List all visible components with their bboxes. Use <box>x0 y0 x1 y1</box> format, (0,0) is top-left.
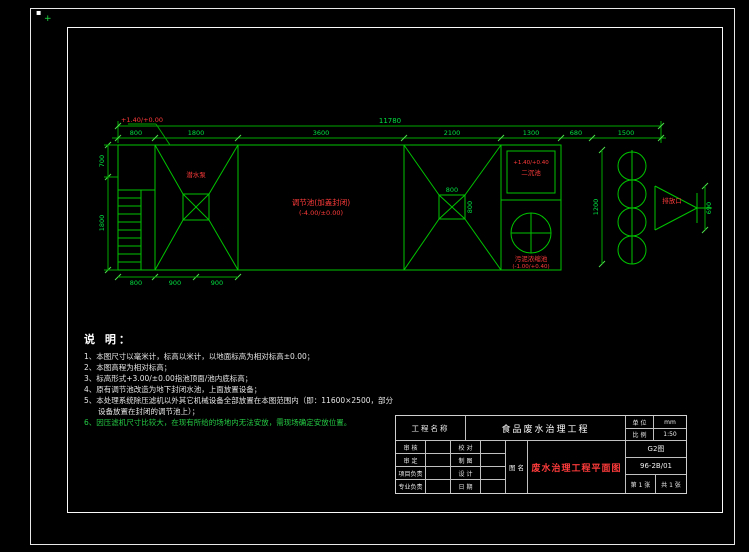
tb-sheet-total: 共 1 张 <box>661 481 681 489</box>
drawing-outer-border <box>30 8 735 545</box>
label-elevation-topleft: +1.40/+0.00 <box>121 116 163 124</box>
dim-seg-7: 1500 <box>618 129 635 137</box>
label-main-tank-name: 调节池(加盖封闭) <box>292 197 350 207</box>
notes-title: 说 明： <box>84 333 133 346</box>
tb-unit-label: 单 位 <box>626 416 654 429</box>
dim-pit-height: 800 <box>466 201 474 213</box>
circular-units <box>617 150 647 265</box>
label-settling-name: 二沉池 <box>521 168 541 177</box>
tb-drawing-name-label: 图 名 <box>506 441 528 493</box>
dim-bottom-3: 900 <box>211 279 223 287</box>
tb-signature-cell <box>426 480 451 493</box>
leader-line <box>128 123 171 146</box>
tb-project-label: 工程名称 <box>396 416 466 441</box>
note-item-4: 4、原有调节池改造为地下封闭水池，上面放置设备； <box>84 385 262 394</box>
stairs <box>118 189 155 270</box>
corner-dot-icon: ▪ <box>36 8 42 17</box>
tb-role-zhuanyefuze: 专业负责 <box>396 480 426 493</box>
tb-role-jiaodui: 校 对 <box>451 441 481 454</box>
tb-scale-label: 比 例 <box>626 429 654 441</box>
note-item-3: 3、标高形式+3.00/±0.00指池顶面/池内底标高； <box>84 374 253 383</box>
title-block: 工程名称 食品废水治理工程 单 位 mm 比 例 1:50 审 核 校 对 审 … <box>395 415 687 494</box>
tb-sheet: 第 1 张 <box>626 475 656 493</box>
dim-seg-4: 2100 <box>444 129 461 137</box>
tb-signature-cell <box>426 454 451 467</box>
tb-drawing-number: 96-2B/01 <box>626 458 686 475</box>
pump-pit-hopper <box>154 144 239 271</box>
tb-role-shenhe: 审 核 <box>396 441 426 454</box>
note-item-5: 5、本处理系统除压滤机以外其它机械设备全部放置在本图范围内（即：11600×25… <box>84 396 393 416</box>
dim-bottom-2: 900 <box>169 279 181 287</box>
tb-role-shending: 审 定 <box>396 454 426 467</box>
dim-seg-5: 1300 <box>523 129 540 137</box>
label-thickener-elevation: (-1.00/+0.40) <box>512 264 549 270</box>
drawing-inner-border <box>67 27 723 513</box>
dim-seg-1: 800 <box>130 129 142 137</box>
label-pump: 潜水泵 <box>186 170 206 179</box>
tb-series: G2图 <box>626 441 686 458</box>
tb-project-name: 食品废水治理工程 <box>466 416 626 441</box>
tb-scale-value: 1:50 <box>654 429 686 441</box>
tb-role-sheji: 设 计 <box>451 467 481 480</box>
tb-role-riqi: 日 期 <box>451 480 481 493</box>
tb-role-zhitu: 制 图 <box>451 454 481 467</box>
dimension-lines <box>104 121 709 281</box>
dim-total-top: 11780 <box>379 117 401 125</box>
note-item-1: 1、本图尺寸以毫米计，标高以米计，以地面标高为相对标高±0.00； <box>84 352 315 361</box>
tank-outlines <box>117 144 712 271</box>
note-item-2: 2、本图高程为相对标高； <box>84 363 172 372</box>
label-outfall: 排放口 <box>662 196 682 205</box>
dim-seg-6: 680 <box>570 129 582 137</box>
tb-signature-cell <box>481 480 506 493</box>
tb-drawing-name: 废水治理工程平面图 <box>528 441 626 493</box>
note-item-6: 6、因压滤机尺寸比较大，在现有所给的场地内无法安放，需现场确定安放位置。 <box>84 418 352 427</box>
label-settling-elevation: +1.40/+0.40 <box>513 160 549 166</box>
tb-signature-cell <box>481 441 506 454</box>
tb-signature-cell <box>481 467 506 480</box>
dim-seg-3: 3600 <box>313 129 330 137</box>
dim-left-1: 700 <box>98 155 106 167</box>
label-main-tank-elevation: (-4.00/±0.00) <box>299 209 343 217</box>
label-thickener-name: 污泥浓缩池 <box>515 254 548 263</box>
notes-section: 说 明： 1、本图尺寸以毫米计，标高以米计，以地面标高为相对标高±0.00； 2… <box>84 331 398 428</box>
settling-thickening-cell <box>501 150 561 254</box>
dim-bottom-1: 800 <box>130 279 142 287</box>
dimension-ticks <box>104 122 709 281</box>
dim-pit-width: 800 <box>446 186 458 194</box>
tb-signature-cell <box>426 467 451 480</box>
corner-marks: ▪ + <box>34 7 58 27</box>
tb-signature-cell <box>481 454 506 467</box>
tb-signature-cell <box>426 441 451 454</box>
tb-role-xiangmufuze: 项目负责 <box>396 467 426 480</box>
dim-left-2: 1800 <box>98 215 106 232</box>
tb-unit-value: mm <box>654 416 686 429</box>
dim-outfall-height: 690 <box>705 202 713 214</box>
dim-seg-2: 1800 <box>188 129 205 137</box>
hopper-tank <box>403 144 502 271</box>
dim-right-height: 1200 <box>592 199 600 216</box>
corner-cross-icon: + <box>44 14 52 24</box>
outfall-funnel <box>654 185 712 231</box>
